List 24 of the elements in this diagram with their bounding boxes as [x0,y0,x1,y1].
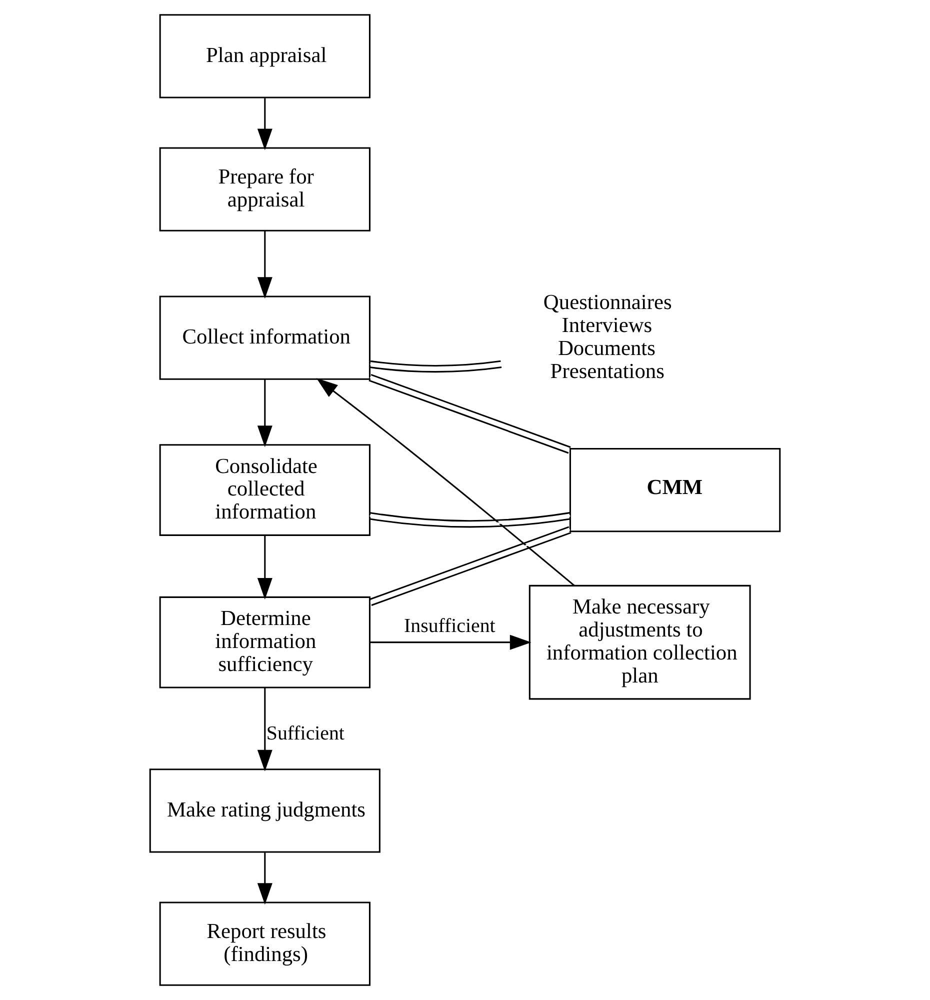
arrow [257,688,272,772]
node-box: Consolidate collected information [159,444,370,536]
connector [369,526,572,606]
node-box: Collect information [159,296,370,380]
connector [368,374,571,454]
arrow [257,536,272,600]
node-box: CMM [569,448,781,532]
node-box: Make necessary adjustments to information collection plan [528,584,751,700]
connector [369,512,571,528]
edge-label: Sufficient [266,722,344,744]
node-box: Prepare for appraisal [159,147,370,232]
node-box: Determine information sufficiency [159,596,370,688]
node-box: Make rating judgments [149,768,380,853]
arrow [257,379,272,448]
edge-label: Insufficient [404,615,496,638]
connector [370,360,502,373]
arrow [257,98,272,150]
arrow [370,634,532,650]
arrow [257,230,272,299]
arrow [257,852,272,905]
node-box: Plan appraisal [159,14,370,98]
node-box: Report results (findings) [159,902,370,986]
arrow [316,378,575,586]
node-text: Questionnaires Interviews Documents Presentations [543,290,672,383]
